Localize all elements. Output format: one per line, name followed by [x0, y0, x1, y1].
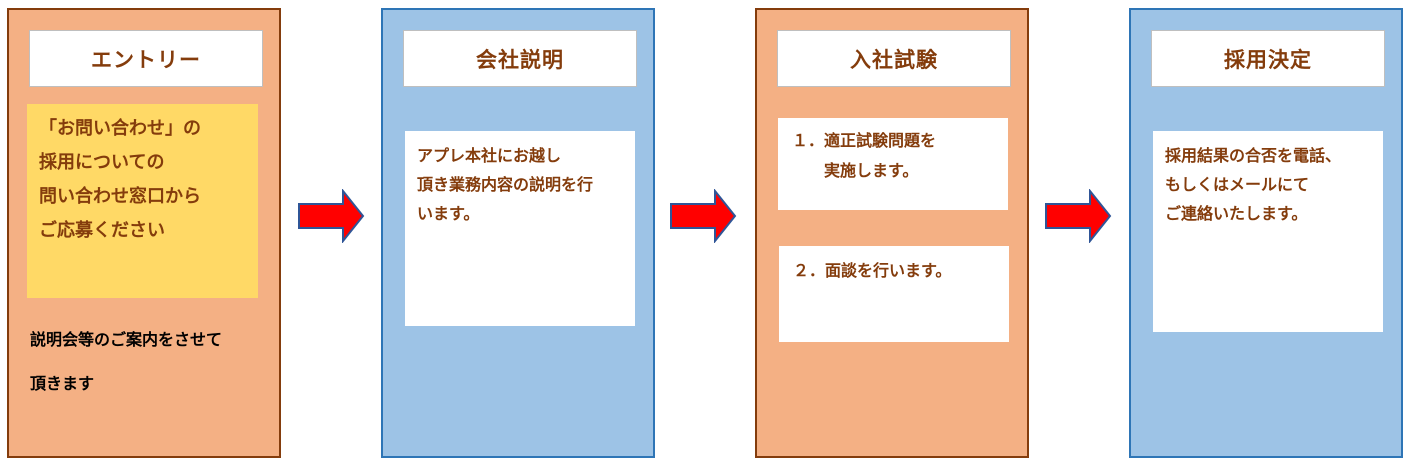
company-briefing-description: アプレ本社にお越し 頂き業務内容の説明を行 います。: [405, 131, 635, 326]
step-hiring-decision-title: 採用決定: [1151, 30, 1385, 87]
step-entrance-exam-panel: 入社試験 １．適正試験問題を 実施します。 ２．面談を行います。: [755, 8, 1029, 458]
flow-arrow-1: [298, 189, 365, 243]
entry-contact-note: 「お問い合わせ」の 採用についての 問い合わせ窓口から ご応募ください: [27, 104, 258, 298]
step-entrance-exam-title: 入社試験: [777, 30, 1011, 87]
exam-item-interview: ２．面談を行います。: [779, 246, 1009, 342]
entry-footer-line2: 頂きます: [30, 374, 95, 393]
step-company-briefing-panel: 会社説明 アプレ本社にお越し 頂き業務内容の説明を行 います。: [381, 8, 655, 458]
hiring-decision-description: 採用結果の合否を電話、 もしくはメールにて ご連絡いたします。: [1153, 131, 1383, 332]
flow-arrow-3: [1045, 189, 1112, 243]
entry-footer-line1: 説明会等のご案内をさせて: [30, 330, 223, 349]
step-entry-title: エントリー: [29, 30, 263, 87]
step-company-briefing-title: 会社説明: [403, 30, 637, 87]
flow-arrow-2: [670, 189, 737, 243]
exam-item-aptitude-test: １．適正試験問題を 実施します。: [778, 118, 1008, 210]
step-entry-panel: エントリー 「お問い合わせ」の 採用についての 問い合わせ窓口から ご応募くださ…: [7, 8, 281, 458]
step-hiring-decision-panel: 採用決定 採用結果の合否を電話、 もしくはメールにて ご連絡いたします。: [1129, 8, 1403, 458]
